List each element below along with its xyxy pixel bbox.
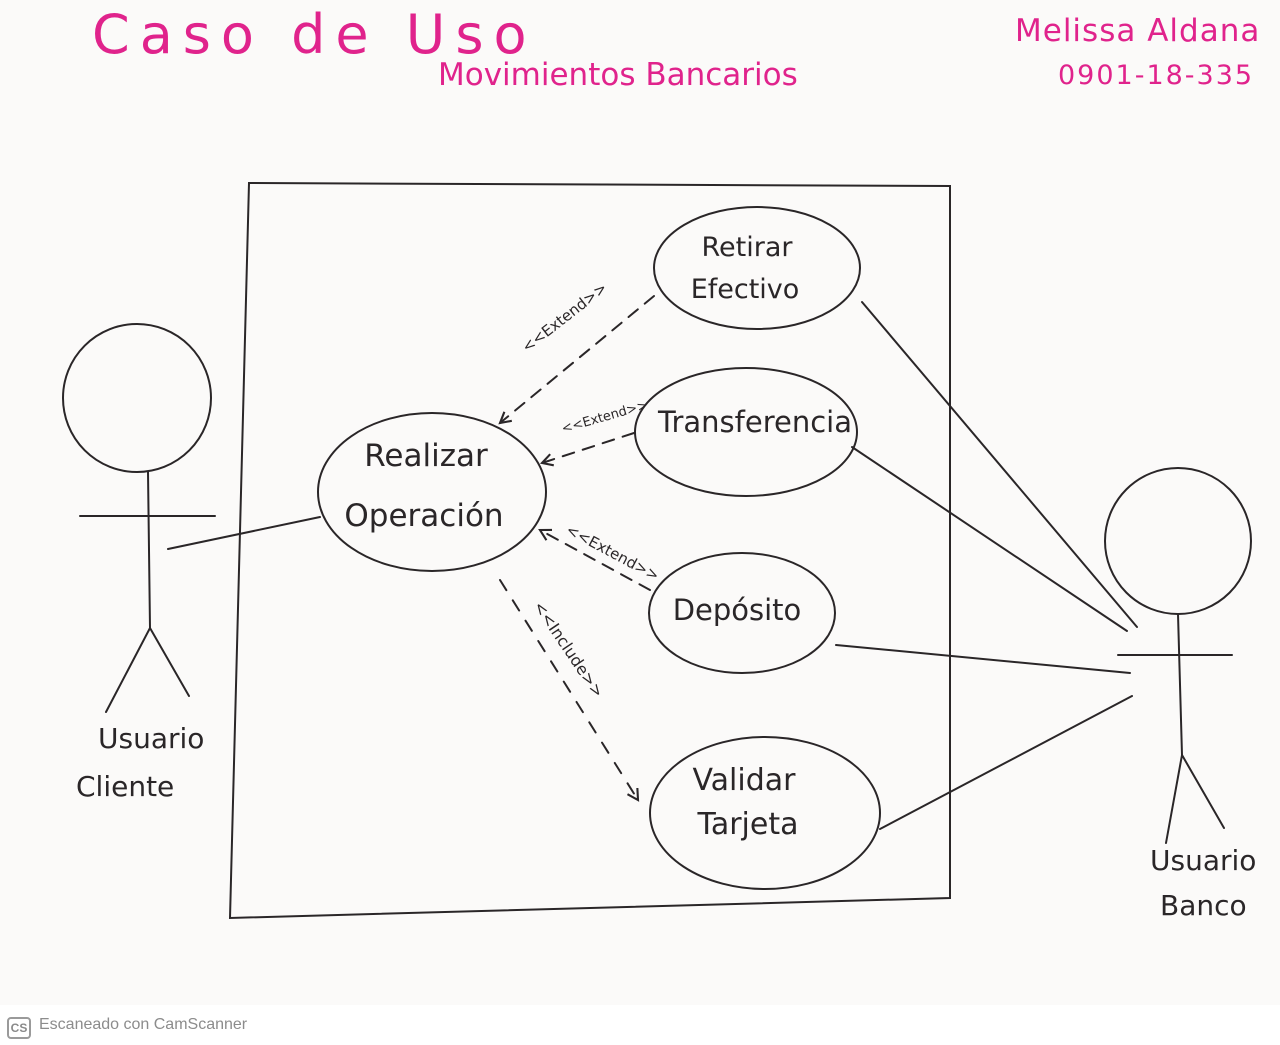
use-case-label-validar-line2: Tarjeta — [696, 807, 798, 842]
actor-head — [62, 323, 212, 473]
extend-arrow-transferencia — [539, 432, 635, 467]
camscanner-logo: CS — [7, 1017, 31, 1039]
use-case-transferencia — [634, 367, 858, 497]
actor-head — [1104, 467, 1252, 615]
actor-usuario-banco — [1104, 467, 1252, 844]
actor-label-cliente-line2: Cliente — [76, 770, 174, 803]
student-id: 0901-18-335 — [1058, 60, 1255, 91]
actor-body — [1177, 613, 1183, 756]
use-case-label-validar-line1: Validar — [692, 763, 796, 798]
actor-left-leg — [1165, 754, 1183, 844]
use-case-retirar-efectivo — [653, 206, 861, 330]
use-case-label-realizar-line2: Operación — [344, 498, 503, 534]
association-retirar-banco — [861, 301, 1138, 628]
stereotype-extend-deposito: <<Extend>> — [563, 521, 662, 585]
diagram-subtitle: Movimientos Bancarios — [438, 57, 798, 93]
association-deposito-banco — [835, 644, 1131, 674]
scanned-page: Caso de Uso Movimientos Bancarios Meliss… — [62, 3, 1261, 922]
diagram-title: Caso de Uso — [92, 3, 537, 66]
use-case-deposito — [648, 552, 836, 674]
use-case-diagram: Usuario Cliente Usuario Banco Realizar O… — [62, 181, 1256, 922]
actor-right-leg — [1181, 754, 1225, 829]
scanner-footer: CS Escaneado con CamScanner — [0, 1005, 1280, 1045]
use-case-label-retirar-line2: Efectivo — [691, 274, 800, 305]
association-transferencia-banco — [851, 446, 1128, 632]
association-validar-banco — [879, 695, 1133, 830]
use-case-label-deposito: Depósito — [673, 593, 802, 627]
stereotype-extend-transferencia: <<Extend>> — [560, 398, 650, 437]
actor-label-cliente-line1: Usuario — [98, 722, 204, 755]
stereotype-include-validar: <<Include>> — [530, 598, 608, 701]
include-arrow-validar — [499, 579, 640, 802]
system-boundary — [228, 181, 951, 920]
extend-arrow-deposito — [538, 528, 651, 591]
extend-arrow-retirar — [498, 295, 655, 425]
scanner-watermark-text: Escaneado con CamScanner — [39, 1016, 248, 1033]
actor-usuario-cliente — [62, 323, 216, 713]
use-case-label-realizar-line1: Realizar — [364, 438, 488, 474]
actor-label-banco-line1: Usuario — [1150, 844, 1256, 877]
use-case-label-transferencia: Transferencia — [657, 405, 852, 439]
author-name: Melissa Aldana — [1015, 13, 1261, 49]
actor-right-leg — [149, 627, 190, 697]
use-case-label-retirar-line1: Retirar — [702, 232, 794, 263]
actor-left-leg — [105, 627, 151, 713]
use-case-validar-tarjeta — [649, 736, 881, 890]
actor-body — [147, 471, 151, 629]
use-case-realizar-operacion — [317, 412, 547, 572]
association-cliente-realizar — [167, 516, 321, 550]
actor-label-banco-line2: Banco — [1160, 889, 1247, 922]
